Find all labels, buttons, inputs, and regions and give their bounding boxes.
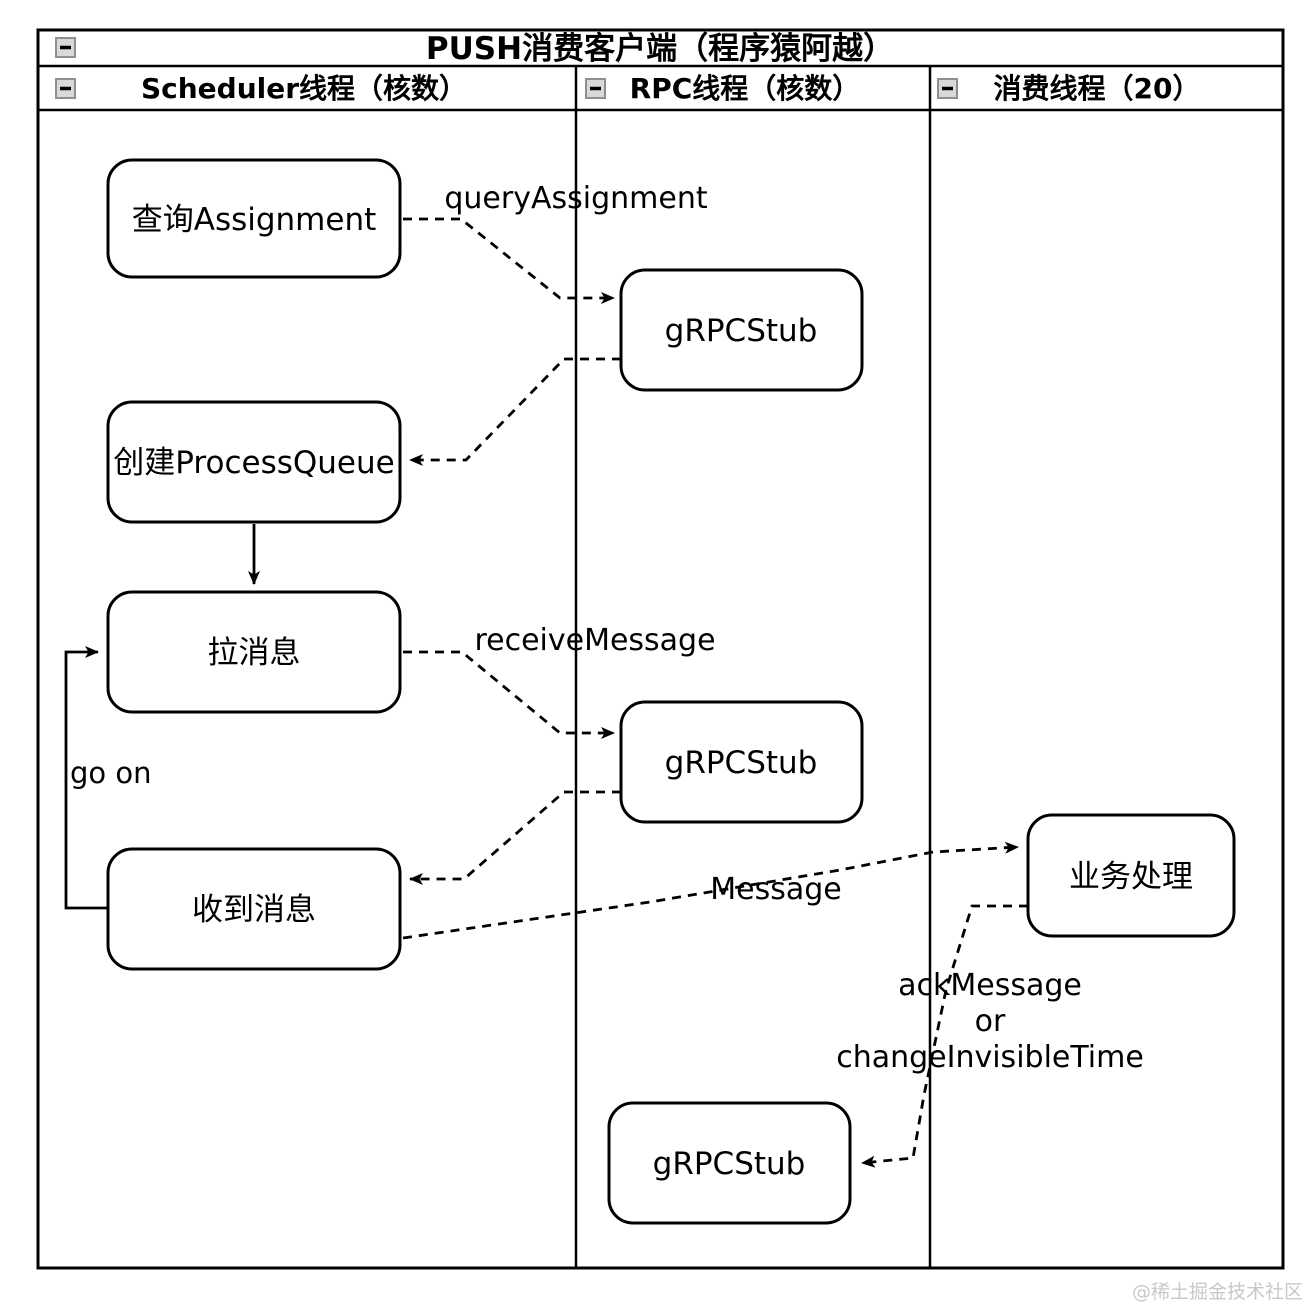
pool-frame bbox=[36, 28, 1285, 1270]
label-receive-message: receiveMessage bbox=[474, 623, 715, 658]
pool-title: PUSH消费客户端（程序猿阿越） bbox=[426, 31, 894, 67]
lane-header-rpc: RPC线程（核数） bbox=[630, 72, 861, 105]
node-grpc-stub-3[interactable]: gRPCStub bbox=[607, 1101, 852, 1225]
edge-ack-message bbox=[861, 904, 1028, 1168]
collapse-icon-lane-scheduler[interactable] bbox=[55, 78, 76, 99]
svg-text:创建ProcessQueue: 创建ProcessQueue bbox=[113, 445, 394, 481]
collapse-icon-pool[interactable] bbox=[55, 37, 76, 58]
edge-receive-message bbox=[403, 650, 615, 739]
edge-message-back bbox=[409, 790, 621, 885]
svg-text:gRPCStub: gRPCStub bbox=[665, 313, 818, 349]
svg-text:业务处理: 业务处理 bbox=[1069, 859, 1193, 895]
node-received-message[interactable]: 收到消息 bbox=[106, 847, 402, 971]
edge-message-to-business bbox=[402, 841, 1019, 940]
svg-text:查询Assignment: 查询Assignment bbox=[132, 202, 377, 238]
lane-header-consumer: 消费线程（20） bbox=[994, 72, 1201, 105]
collapse-icon-lane-rpc[interactable] bbox=[585, 78, 606, 99]
edge-query-assignment bbox=[403, 217, 615, 304]
node-grpc-stub-2[interactable]: gRPCStub bbox=[619, 700, 864, 824]
node-business-process[interactable]: 业务处理 bbox=[1026, 813, 1236, 938]
lane-header-scheduler: Scheduler线程（核数） bbox=[141, 72, 467, 105]
svg-text:gRPCStub: gRPCStub bbox=[653, 1146, 806, 1182]
node-query-assignment[interactable]: 查询Assignment bbox=[106, 158, 402, 279]
svg-text:收到消息: 收到消息 bbox=[192, 892, 316, 928]
label-query-assignment: queryAssignment bbox=[444, 181, 707, 216]
label-ack-message-3: changeInvisibleTime bbox=[836, 1040, 1144, 1075]
svg-text:拉消息: 拉消息 bbox=[208, 635, 301, 671]
label-ack-message-1: ackMessage bbox=[898, 968, 1082, 1003]
label-message: Message bbox=[710, 872, 841, 907]
node-grpc-stub-1[interactable]: gRPCStub bbox=[619, 268, 864, 392]
node-pull-message[interactable]: 拉消息 bbox=[106, 590, 402, 714]
svg-text:gRPCStub: gRPCStub bbox=[665, 745, 818, 781]
watermark: @稀土掘金技术社区 bbox=[1132, 1281, 1303, 1303]
edge-create-process-queue bbox=[409, 357, 621, 466]
label-go-on: go on bbox=[70, 756, 152, 790]
node-create-process-queue[interactable]: 创建ProcessQueue bbox=[106, 400, 402, 524]
label-ack-message-2: or bbox=[975, 1004, 1006, 1039]
collapse-icon-lane-consumer[interactable] bbox=[937, 78, 958, 99]
edge-go-on-loop bbox=[64, 646, 108, 910]
